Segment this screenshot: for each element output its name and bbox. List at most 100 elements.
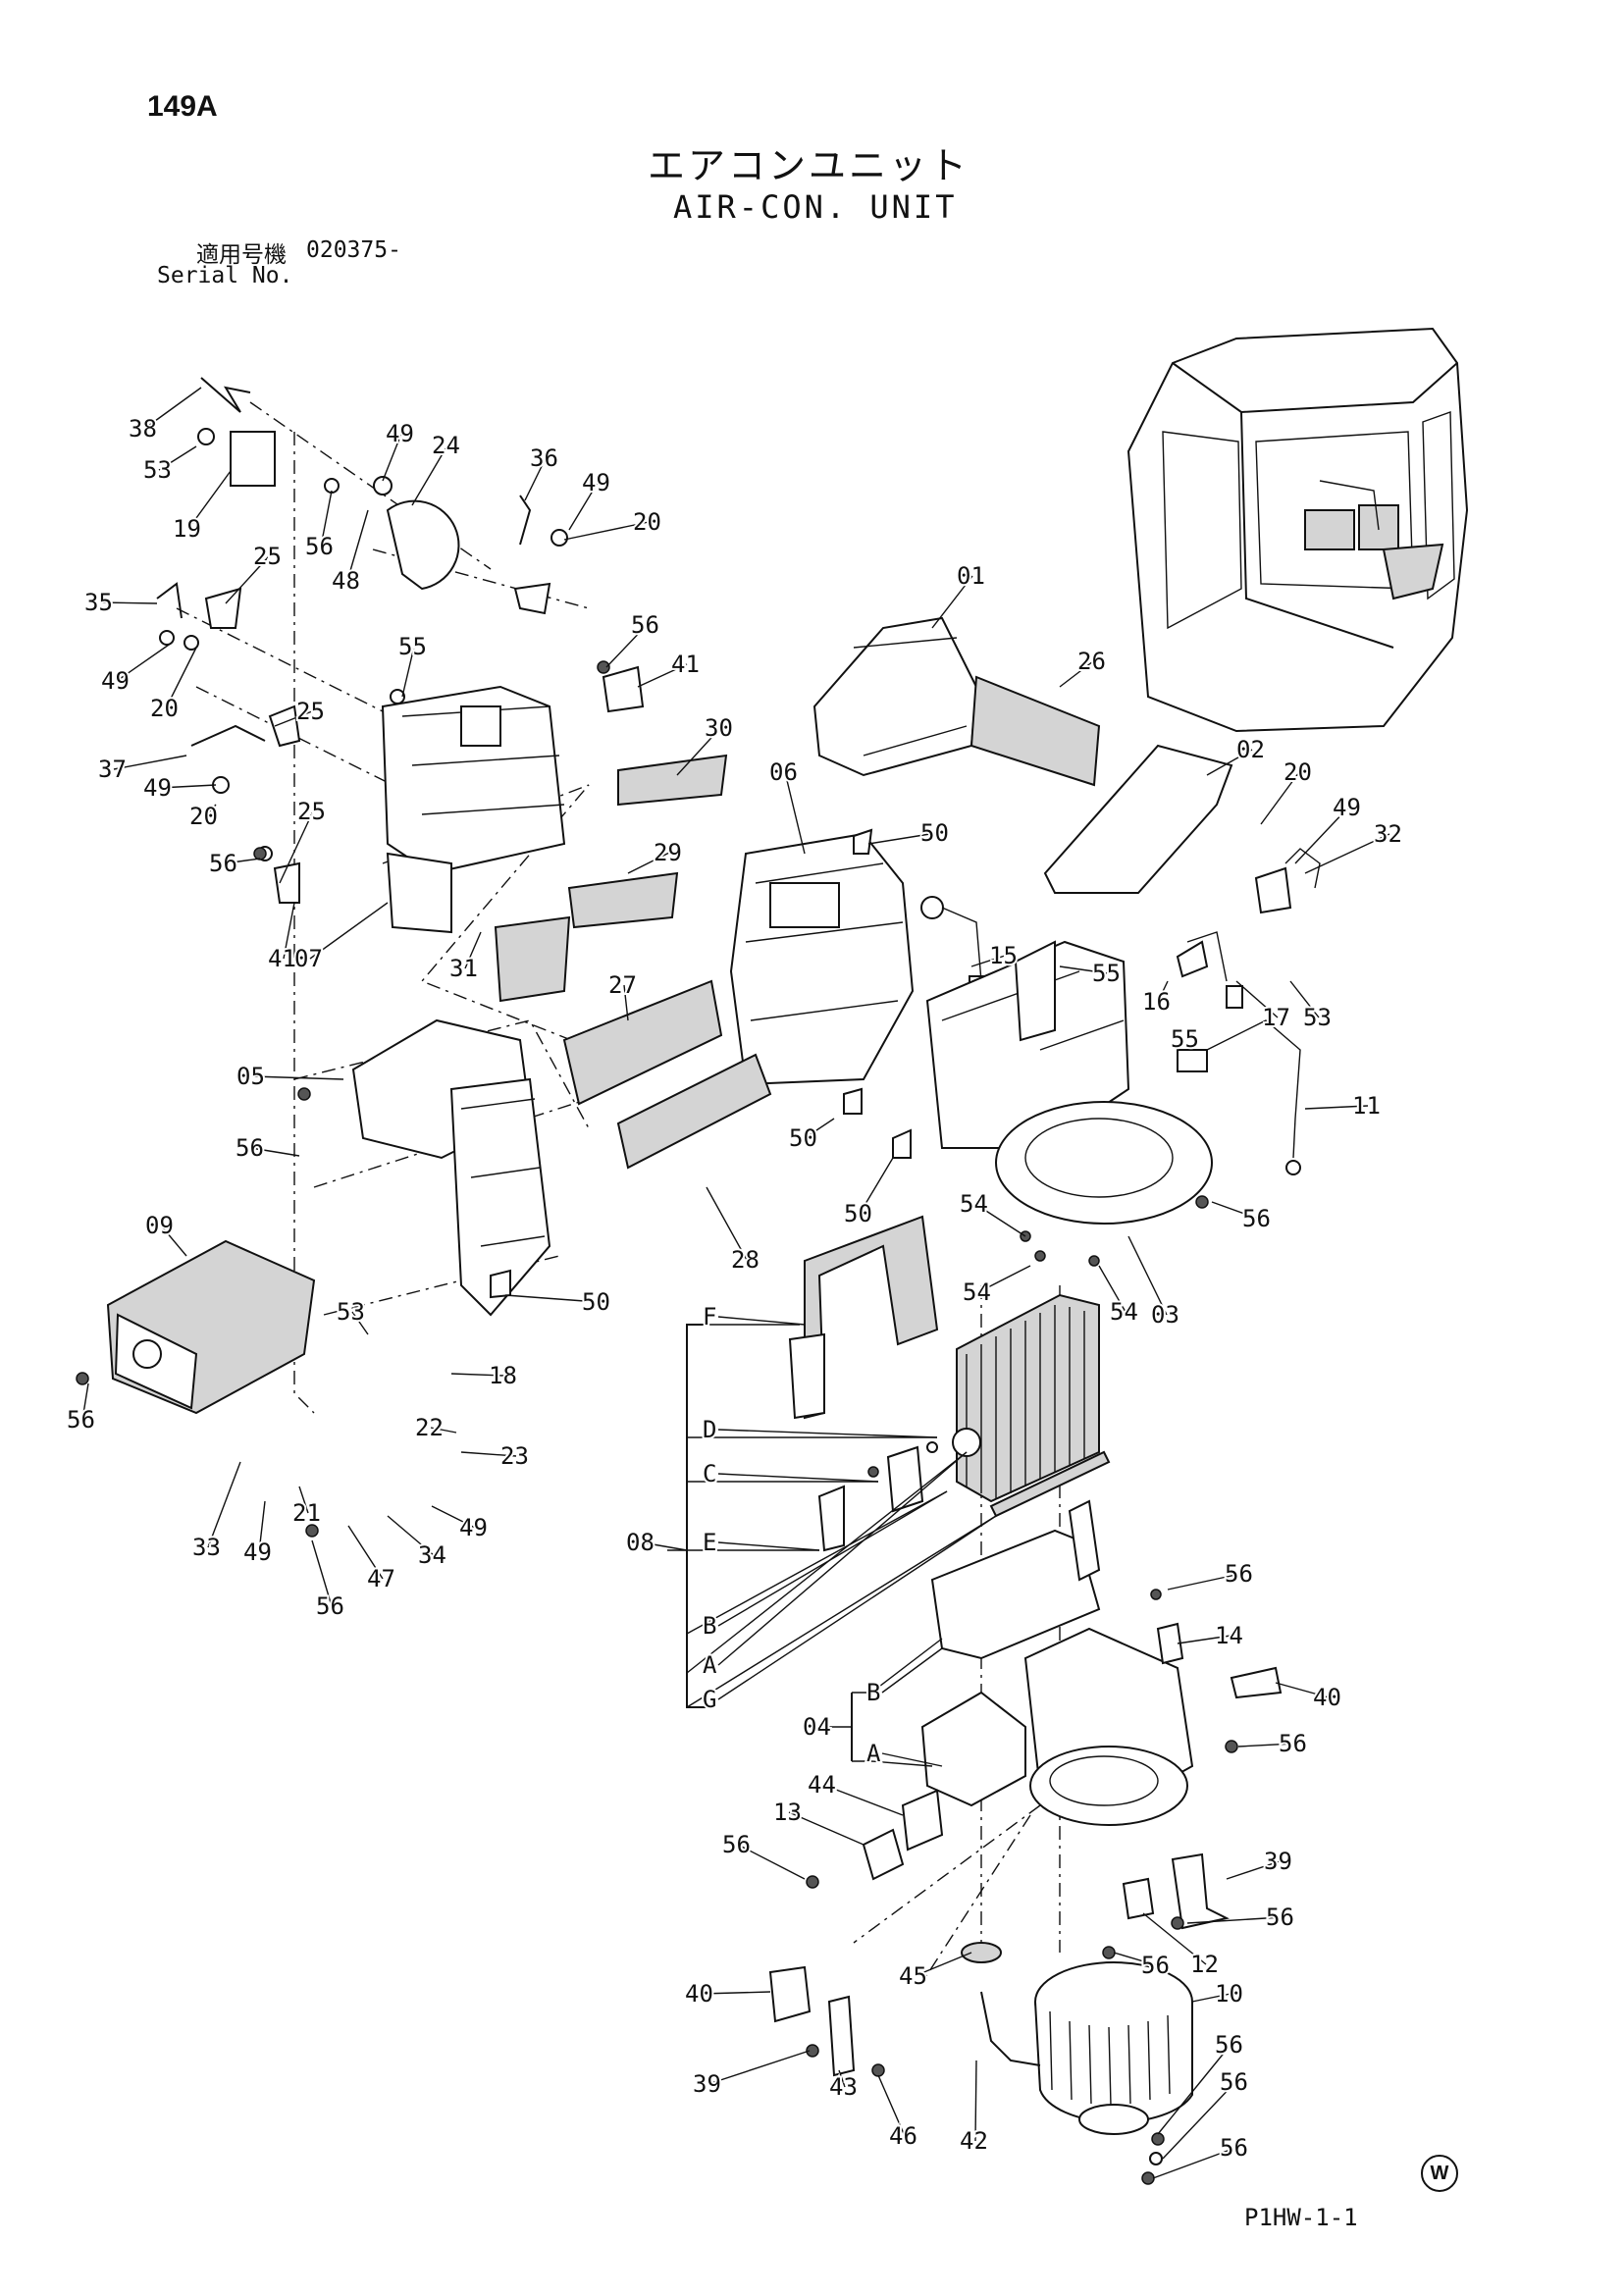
callout-leader-line <box>1260 771 1300 825</box>
callout-leader-line <box>431 1505 476 1529</box>
serial-number-value: 020375- <box>306 237 401 263</box>
callout-label-41: 41 <box>671 651 700 678</box>
callout-leader-line <box>250 1147 300 1157</box>
callout-leader-line <box>460 1451 517 1457</box>
callout-label-02: 02 <box>1236 736 1265 763</box>
callout-leader-line <box>1185 1029 1198 1040</box>
callout-leader-line <box>251 1075 344 1080</box>
callout-leader-line <box>706 1186 748 1261</box>
callout-leader-line <box>1237 1743 1295 1747</box>
page-number: 149A <box>147 90 218 123</box>
callout-label-55: 55 <box>1171 1025 1199 1053</box>
callout-leader-line <box>822 1784 904 1816</box>
callout-leader-line <box>623 984 629 1021</box>
callout-leader-line <box>881 1647 943 1694</box>
callout-label-56: 56 <box>1141 1952 1170 1979</box>
callout-label-53: 53 <box>1303 1004 1332 1031</box>
callout-label-d: D <box>703 1416 716 1443</box>
callout-label-c: C <box>703 1460 716 1487</box>
callout-label-20: 20 <box>633 508 661 536</box>
callout-label-13: 13 <box>773 1799 802 1826</box>
callout-leader-line <box>225 555 270 604</box>
callout-leader-line <box>204 804 217 817</box>
callout-label-31: 31 <box>449 955 478 982</box>
callout-label-56: 56 <box>1266 1904 1294 1931</box>
callout-leader-line <box>641 1541 688 1551</box>
callout-label-07: 07 <box>294 945 323 972</box>
callout-label-56: 56 <box>1242 1205 1271 1232</box>
callout-leader-line <box>1177 1635 1231 1644</box>
callout-leader-line <box>717 1515 997 1700</box>
callout-label-49: 49 <box>243 1539 272 1566</box>
callout-leader-line <box>931 575 973 629</box>
callout-label-49: 49 <box>582 469 610 496</box>
title-english: AIR-CON. UNIT <box>673 188 958 226</box>
callout-label-47: 47 <box>367 1565 395 1592</box>
callout-leader-line <box>877 2074 906 2137</box>
callout-label-56: 56 <box>1215 2031 1243 2059</box>
callout-leader-line <box>867 832 937 845</box>
title-japanese: エアコンユニット <box>648 144 970 187</box>
callout-leader-line <box>1275 1682 1330 1698</box>
callout-leader-line <box>116 642 173 682</box>
callout-label-43: 43 <box>829 2073 858 2101</box>
callout-label-42: 42 <box>960 2127 988 2155</box>
callout-label-19: 19 <box>173 515 201 543</box>
callout-leader-line <box>568 482 599 531</box>
callout-leader-line <box>346 509 369 582</box>
lower-blower-case <box>768 1499 1283 2077</box>
callout-leader-line <box>464 931 482 969</box>
callout-label-56: 56 <box>722 1831 751 1858</box>
callout-label-21: 21 <box>292 1499 321 1527</box>
callout-label-56: 56 <box>236 1134 264 1162</box>
callout-leader-line <box>838 2069 846 2088</box>
callout-label-38: 38 <box>129 415 157 443</box>
callout-leader-line <box>320 490 333 548</box>
callout-leader-line <box>430 1427 457 1434</box>
callout-label-17: 17 <box>1262 1004 1290 1031</box>
cab-illustration <box>1126 327 1469 733</box>
callout-label-46: 46 <box>889 2122 917 2150</box>
callout-label-49: 49 <box>143 774 172 802</box>
callout-label-08: 08 <box>626 1529 655 1556</box>
callout-leader-line <box>717 1451 968 1666</box>
callout-leader-line <box>1167 1573 1241 1591</box>
callout-label-12: 12 <box>1190 1951 1219 1978</box>
callout-label-09: 09 <box>145 1212 174 1239</box>
callout-label-03: 03 <box>1151 1301 1179 1329</box>
callout-leader-line <box>974 2060 977 2142</box>
callout-label-g: G <box>703 1686 716 1713</box>
callout-label-20: 20 <box>189 803 218 830</box>
callout-leader-line <box>143 387 202 430</box>
callout-label-56: 56 <box>67 1406 95 1434</box>
callout-label-54: 54 <box>963 1278 991 1306</box>
callout-label-56: 56 <box>305 533 334 560</box>
callout-label-39: 39 <box>1264 1848 1292 1875</box>
callout-leader-line <box>1157 980 1169 1003</box>
callout-leader-line <box>974 1203 1026 1237</box>
callout-leader-line <box>1211 1201 1259 1220</box>
callout-leader-line <box>524 457 547 501</box>
callout-leader-line <box>717 1316 806 1326</box>
callout-leader-line <box>158 445 197 471</box>
callout-leader-line <box>788 1811 864 1846</box>
callout-label-27: 27 <box>608 971 637 999</box>
callout-label-56: 56 <box>1225 1560 1253 1588</box>
callout-leader-line <box>627 852 670 874</box>
callout-leader-line <box>1142 1912 1207 1965</box>
callout-label-49: 49 <box>1333 794 1361 821</box>
callout-label-35: 35 <box>84 589 113 616</box>
callout-leader-line <box>279 810 314 884</box>
callout-label-a: A <box>866 1740 881 1767</box>
callout-label-16: 16 <box>1142 988 1171 1016</box>
callout-label-56: 56 <box>1279 1730 1307 1757</box>
callout-leader-line <box>274 710 313 727</box>
callout-leader-line <box>283 902 295 960</box>
callout-leader-line <box>158 784 217 789</box>
callout-leader-line <box>637 663 688 688</box>
callout-leader-line <box>1157 2044 1231 2135</box>
callout-leader-line <box>1304 1105 1369 1110</box>
callout-label-41: 41 <box>268 945 296 972</box>
